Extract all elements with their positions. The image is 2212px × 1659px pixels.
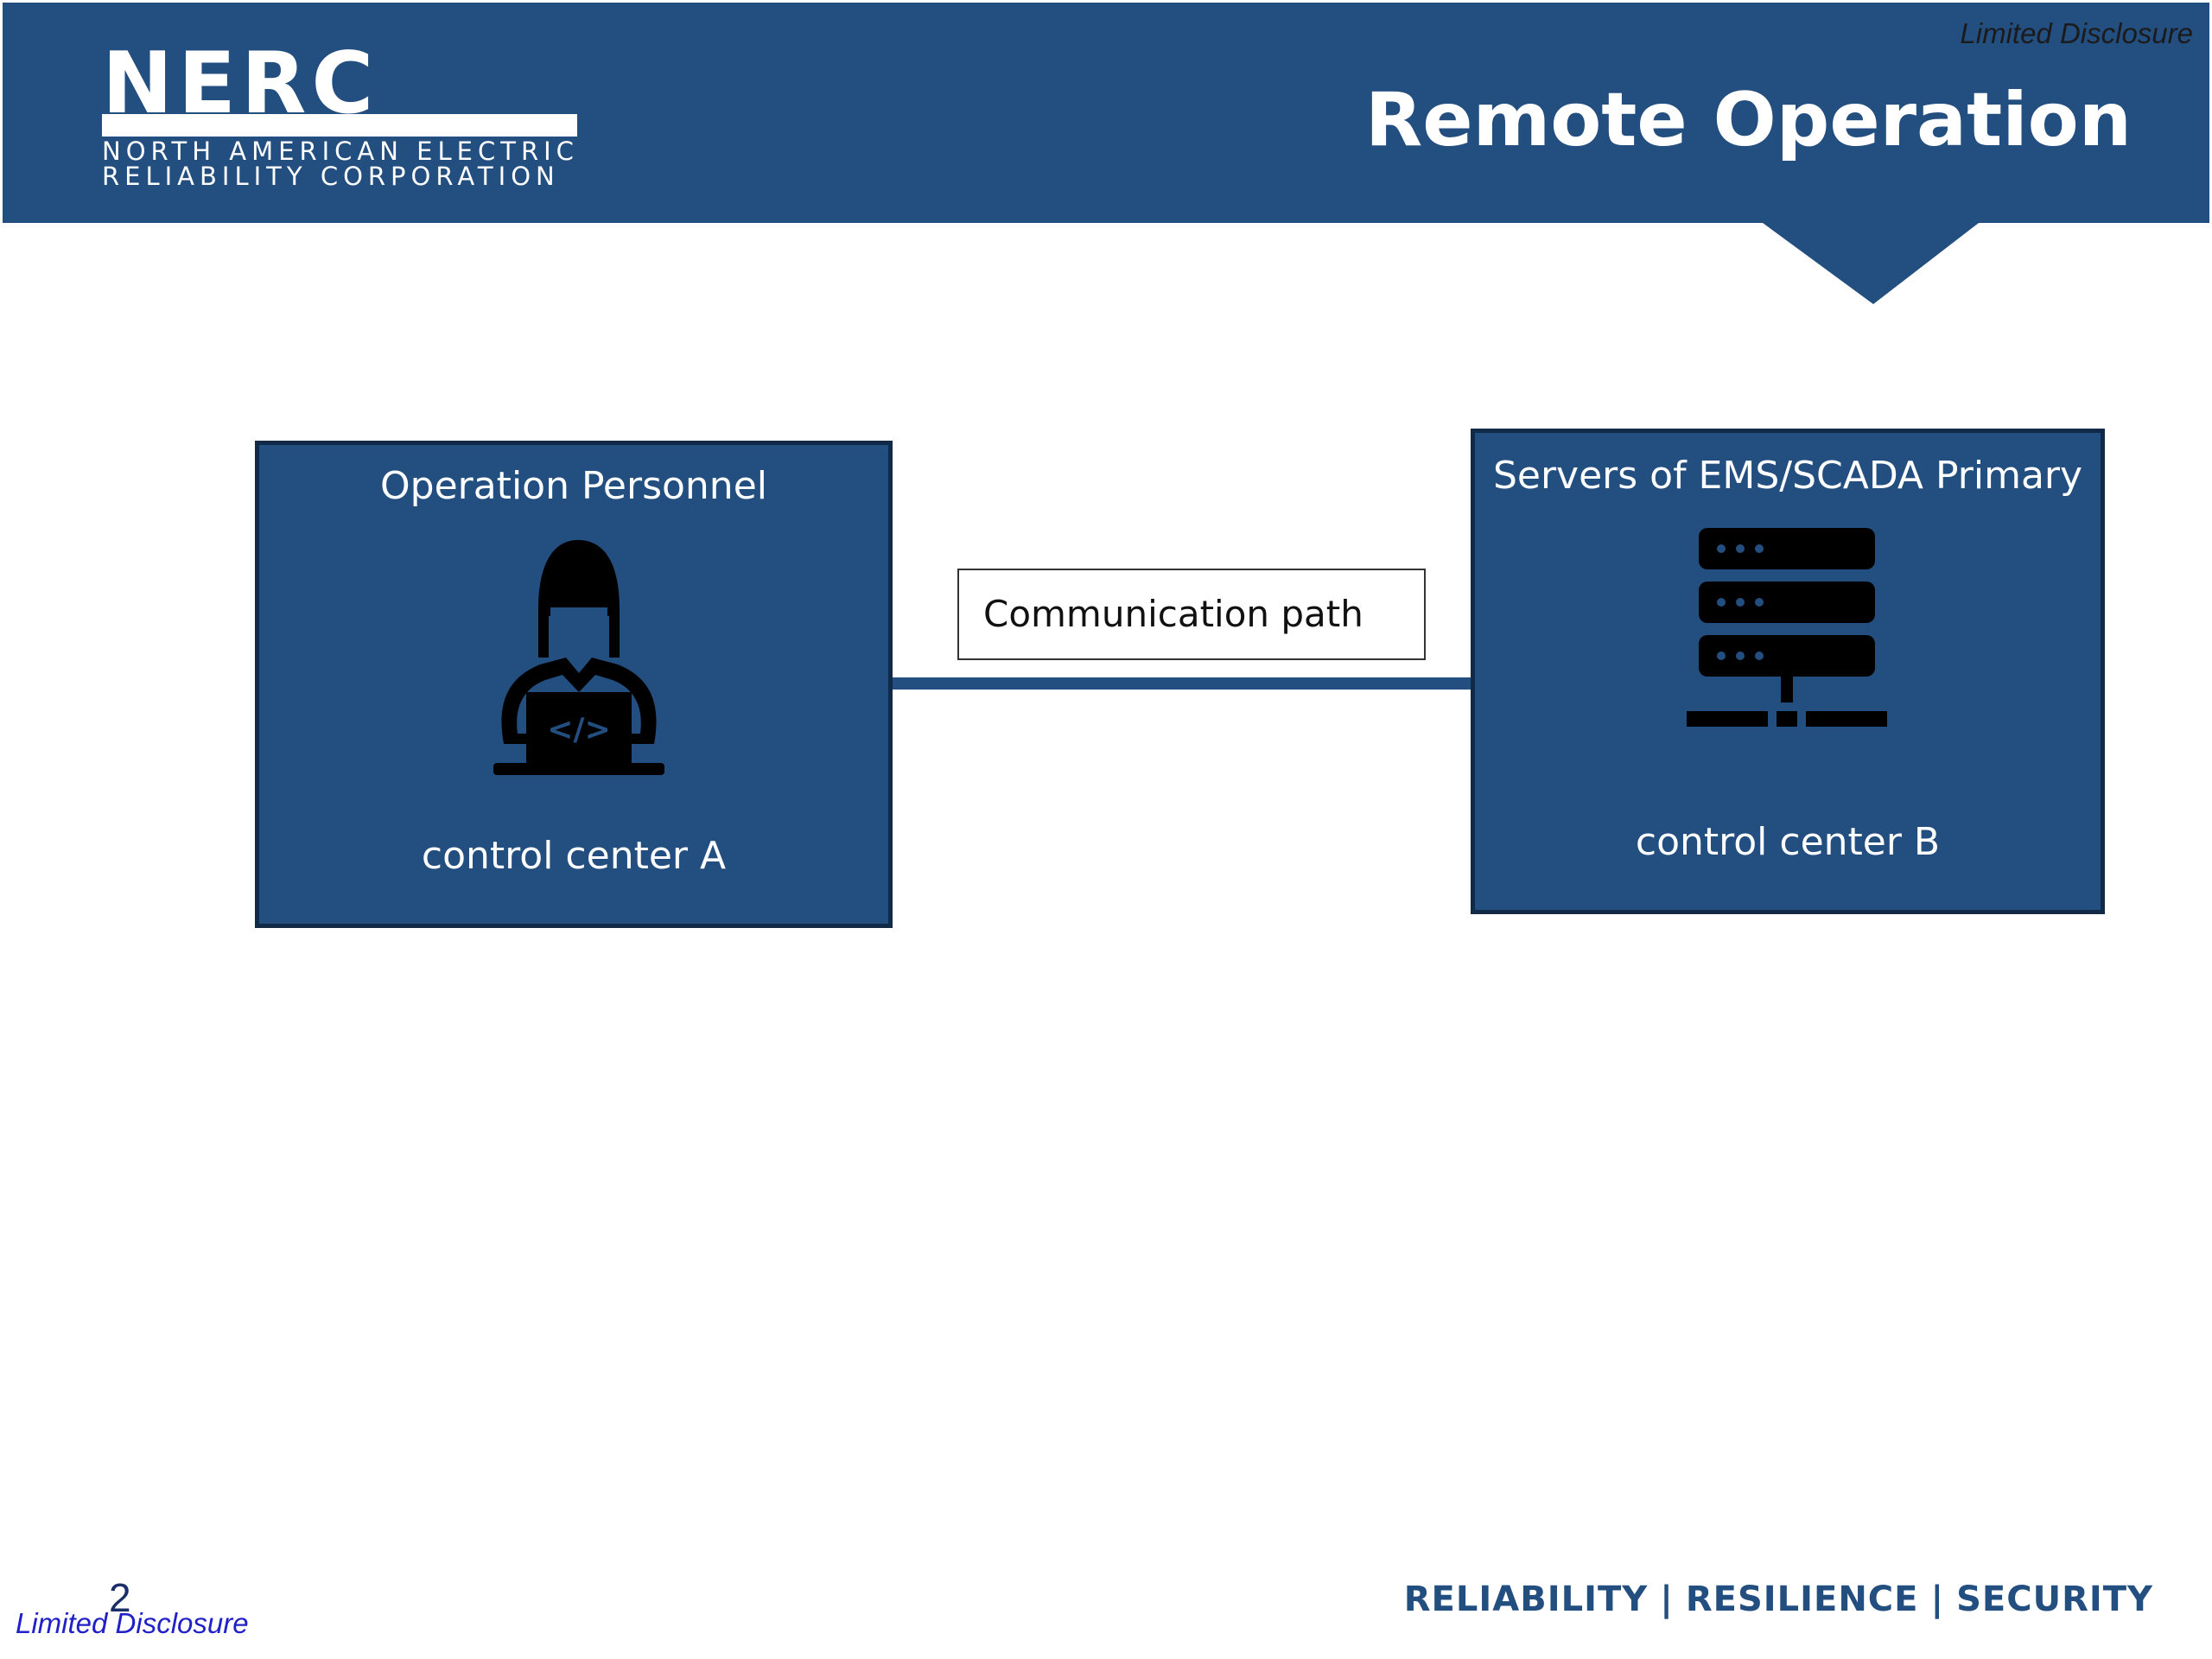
disclosure-label-bottom: Limited Disclosure [16,1607,249,1639]
tagline-separator: | [1660,1580,1674,1619]
server-rack-icon [1687,528,1887,727]
tagline-resilience: RESILIENCE [1685,1580,1919,1619]
logo-underline [102,114,577,137]
logo-subtitle-line1: NORTH AMERICAN ELECTRIC [102,137,579,166]
tagline-security: SECURITY [1956,1580,2153,1619]
operation-personnel-title: Operation Personnel [380,464,767,508]
page-number: 2 [109,1575,131,1620]
communication-path-label: Communication path [957,569,1426,660]
ems-scada-servers-title: Servers of EMS/SCADA Primary [1492,454,2083,498]
logo-subtitle-line2: RELIABILITY CORPORATION [102,162,560,191]
disclosure-label-top: Limited Disclosure [1960,17,2193,49]
tagline-separator: | [1930,1580,1945,1619]
slide-title: Remote Operation [1365,77,2132,163]
svg-text:</>: </> [547,712,610,747]
logo-mark: NERC [102,35,379,133]
person-laptop-icon: </> [493,540,664,775]
footer-tagline: RELIABILITY | RESILIENCE | SECURITY [1404,1580,2153,1619]
header-banner [3,3,2209,223]
communication-link-line [893,677,1471,690]
control-center-a-caption: control center A [421,834,727,878]
tagline-reliability: RELIABILITY [1403,1580,1649,1619]
control-center-a-box: Operation Personnel </> control center A [255,441,893,928]
control-center-b-caption: control center B [1635,820,1941,864]
nerc-logo: NERC NORTH AMERICAN ELECTRIC RELIABILITY… [102,41,586,197]
control-center-b-box: Servers of EMS/SCADA Primary control cen… [1471,429,2105,914]
